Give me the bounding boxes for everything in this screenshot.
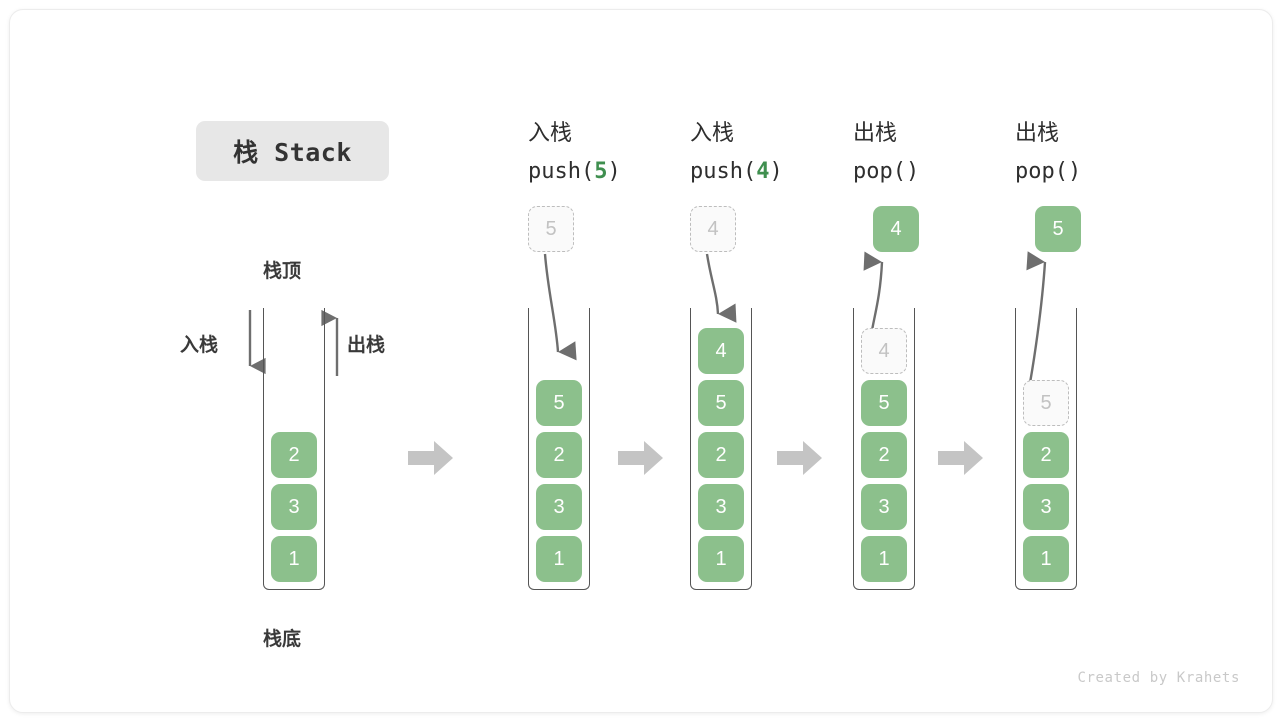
stack-cell: 1 — [1023, 536, 1069, 582]
stage-push-4: 入栈 push(4) 4 4 5 2 3 1 — [677, 110, 787, 600]
stack-top-label: 栈顶 — [263, 261, 302, 282]
caption-code-post: ) — [1067, 159, 1082, 184]
flow-arrow-icon — [777, 441, 822, 475]
ghost-cell: 5 — [1023, 380, 1069, 426]
stage-push-5: 入栈 push(5) 5 5 2 3 1 — [515, 110, 625, 600]
stack-bottom-label: 栈底 — [263, 629, 302, 650]
stack-cell: 2 — [536, 432, 582, 478]
stack-cell: 2 — [698, 432, 744, 478]
stage-caption: 出栈 pop() — [853, 114, 919, 191]
stack-container — [690, 308, 752, 590]
push-direction-label: 入栈 — [180, 335, 219, 356]
stage-caption: 入栈 push(4) — [690, 114, 783, 191]
caption-cn: 出栈 — [1015, 120, 1060, 145]
pop-direction-label: 出栈 — [347, 335, 386, 356]
stack-cell: 3 — [698, 484, 744, 530]
push-motion-arrow — [705, 253, 737, 323]
watermark: Created by Krahets — [1077, 670, 1240, 686]
stack-cell: 3 — [1023, 484, 1069, 530]
flow-arrow-icon — [618, 441, 663, 475]
stack-cell: 4 — [698, 328, 744, 374]
stack-cell: 1 — [698, 536, 744, 582]
stage-pop-5: 出栈 pop() 5 5 2 3 1 — [1002, 110, 1112, 600]
stack-cells: 4 5 2 3 1 — [861, 328, 907, 582]
stack-cell: 3 — [861, 484, 907, 530]
flow-arrow-icon — [408, 441, 453, 475]
pop-direction-arrow — [321, 309, 339, 376]
caption-cn: 入栈 — [528, 120, 573, 145]
stack-cell: 3 — [536, 484, 582, 530]
stack-cells: 5 2 3 1 — [1023, 380, 1069, 582]
diagram-canvas: 栈 Stack 栈顶 入栈 出栈 2 3 — [9, 9, 1273, 713]
caption-code-pre: pop( — [853, 159, 906, 184]
stack-cell: 1 — [536, 536, 582, 582]
stack-cell: 3 — [271, 484, 317, 530]
caption-code-post: ) — [769, 159, 783, 184]
stack-cells: 4 5 2 3 1 — [698, 328, 744, 582]
caption-code-post: ) — [607, 159, 621, 184]
page-title: 栈 Stack — [196, 121, 389, 181]
stack-cell: 1 — [271, 536, 317, 582]
caption-code-pre: push( — [528, 159, 595, 184]
caption-arg: 4 — [756, 159, 770, 184]
push-direction-arrow — [248, 310, 266, 375]
floating-value: 4 — [873, 206, 919, 252]
stack-cells: 5 2 3 1 — [536, 380, 582, 582]
stack-cell: 2 — [861, 432, 907, 478]
stack-cell: 5 — [861, 380, 907, 426]
caption-code-post: ) — [905, 159, 920, 184]
stage-caption: 入栈 push(5) — [528, 114, 621, 191]
stack-cell: 5 — [698, 380, 744, 426]
floating-value: 5 — [528, 206, 574, 252]
ghost-cell: 4 — [861, 328, 907, 374]
caption-cn: 出栈 — [853, 120, 898, 145]
flow-arrow-icon — [938, 441, 983, 475]
stage-pop-4: 出栈 pop() 4 4 5 2 3 1 — [840, 110, 950, 600]
stage-caption: 出栈 pop() — [1015, 114, 1081, 191]
stack-container — [1015, 308, 1077, 590]
stage-initial: 栈顶 入栈 出栈 2 3 1 栈底 — [180, 250, 415, 660]
caption-code-pre: pop( — [1015, 159, 1068, 184]
caption-arg: 5 — [594, 159, 608, 184]
stack-container — [528, 308, 590, 590]
stack-container — [263, 308, 325, 590]
caption-cn: 入栈 — [690, 120, 735, 145]
stack-cells: 2 3 1 — [271, 432, 317, 582]
stack-cell: 1 — [861, 536, 907, 582]
stack-container — [853, 308, 915, 590]
stack-cell: 5 — [536, 380, 582, 426]
caption-code-pre: push( — [690, 159, 757, 184]
floating-value: 5 — [1035, 206, 1081, 252]
floating-value: 4 — [690, 206, 736, 252]
stack-cell: 2 — [271, 432, 317, 478]
push-motion-arrow — [543, 253, 577, 361]
stack-cell: 2 — [1023, 432, 1069, 478]
